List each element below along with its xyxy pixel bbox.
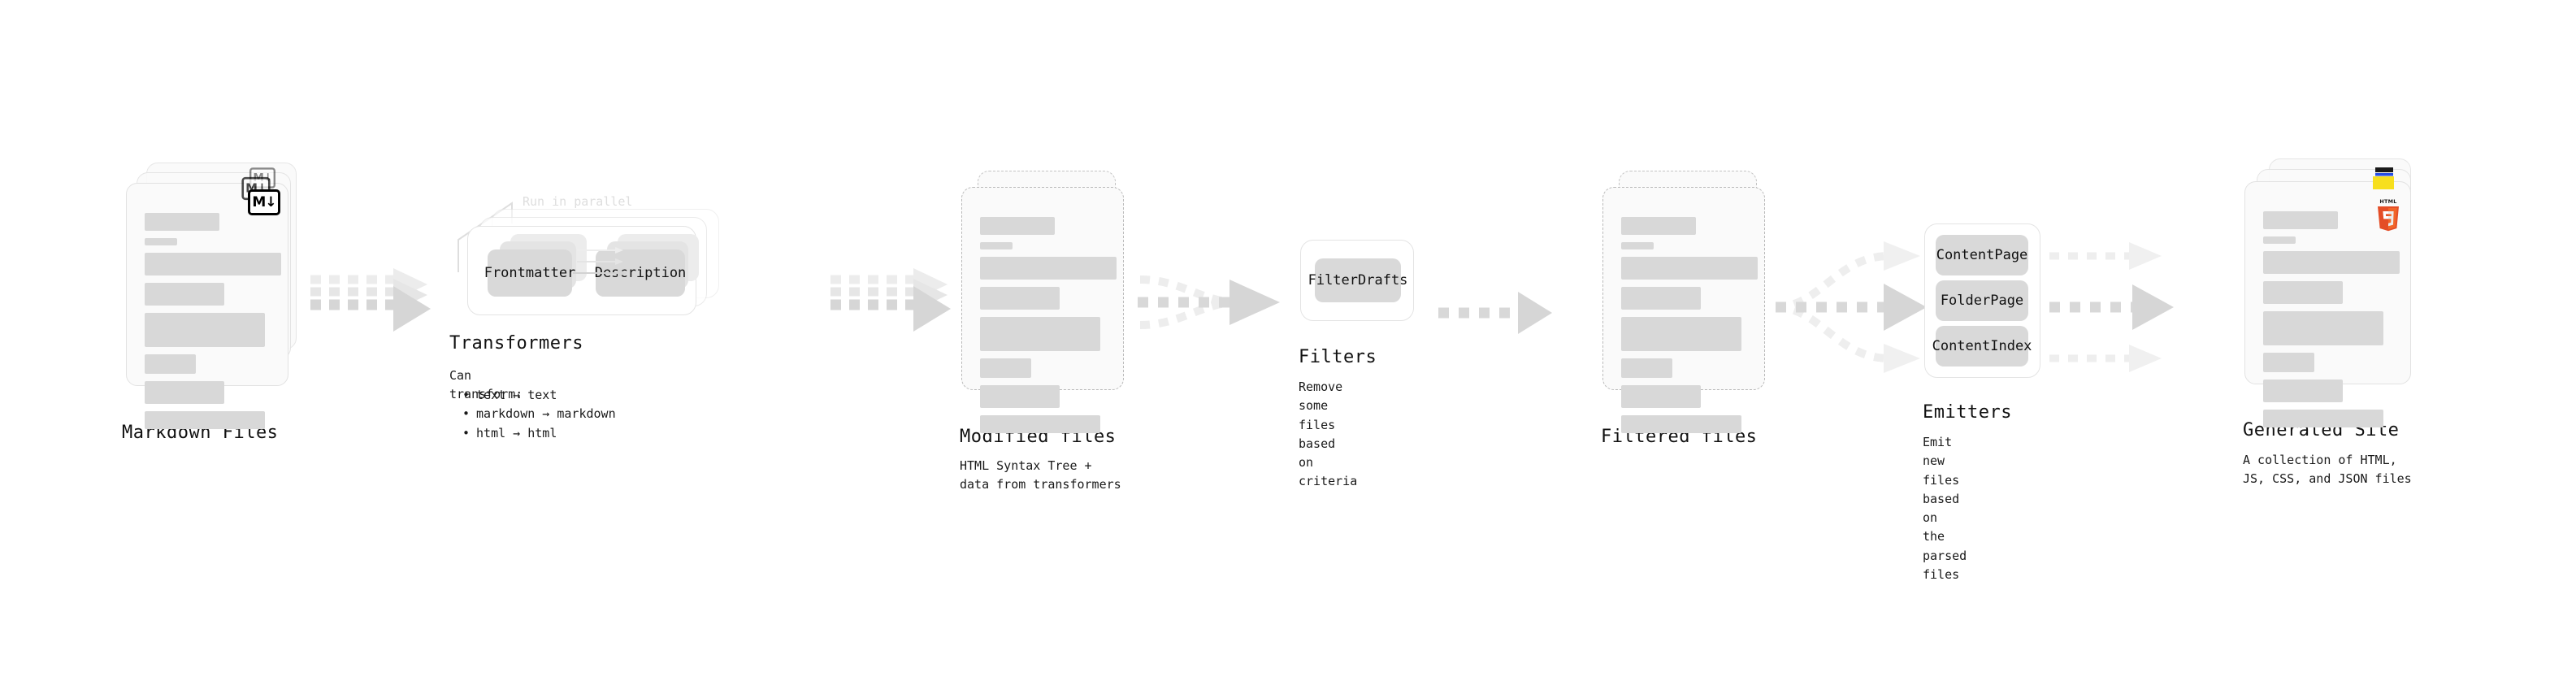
stage-title-emitters: Emitters: [1923, 402, 2012, 423]
run-in-parallel-label: Run in parallel: [523, 194, 633, 209]
arrow-filtered-to-emitters: [1775, 241, 1927, 373]
chip-contentpage[interactable]: ContentPage: [1936, 235, 2028, 275]
javascript-icon: [2373, 176, 2394, 189]
stage-desc-modified-files: HTML Syntax Tree + data from transformer…: [960, 458, 1121, 492]
stage-modified-files: Modified files HTML Syntax Tree + data f…: [960, 163, 1132, 492]
arrow-markdown-to-transformers: [310, 268, 431, 332]
css3-icon: [2375, 164, 2393, 176]
chip-description[interactable]: Description: [595, 249, 686, 297]
filtered-file-stack: [1602, 163, 1773, 433]
stage-desc-emitters: Emit new files based on the parsed files: [1923, 435, 1967, 582]
chip-frontmatter[interactable]: Frontmatter: [484, 249, 575, 297]
transform-bullet-0: text → text: [462, 386, 616, 405]
chip-filterdrafts[interactable]: FilterDrafts: [1308, 258, 1407, 302]
stage-desc-filters: Remove some files based on criteria: [1299, 380, 1358, 489]
chip-contentindex[interactable]: ContentIndex: [1932, 326, 2032, 367]
chip-folderpage[interactable]: FolderPage: [1936, 280, 2028, 321]
markdown-card-front: [126, 183, 288, 429]
stage-title-transformers: Transformers: [449, 333, 583, 354]
file-content-lines: [980, 217, 1117, 440]
file-content-lines: [145, 213, 281, 436]
stage-markdown-files: M↓ M↓ M↓ Markdown Files: [122, 163, 297, 443]
arrow-transformers-to-modified: [830, 268, 951, 332]
markdown-icon: M↓: [248, 189, 280, 215]
html5-icon: HTML: [2374, 197, 2402, 232]
stage-filtered-files: Filtered files: [1601, 163, 1773, 447]
transform-bullet-list: text → text markdown → markdown html → h…: [462, 386, 616, 443]
modified-file-stack: [961, 163, 1132, 433]
arrow-filters-to-filtered: [1438, 292, 1552, 334]
markdown-file-stack: M↓ M↓ M↓: [126, 163, 297, 429]
svg-text:HTML: HTML: [2379, 198, 2396, 205]
arrow-modified-to-filters: [1138, 275, 1280, 329]
transform-bullet-1: markdown → markdown: [462, 405, 616, 423]
stage-generated-site: HTML Generated Site A collection of HTML…: [2243, 158, 2423, 486]
filtered-card-front: [1602, 187, 1765, 433]
generated-site-stack: HTML: [2244, 158, 2423, 427]
stage-desc-generated-site: A collection of HTML, JS, CSS, and JSON …: [2243, 453, 2412, 487]
stage-title-filters: Filters: [1299, 347, 1377, 367]
transform-bullet-2: html → html: [462, 424, 616, 443]
modified-card-front: [961, 187, 1124, 433]
file-content-lines: [2263, 211, 2400, 435]
file-content-lines: [1621, 217, 1758, 440]
arrow-emitters-to-site: [2049, 242, 2174, 372]
